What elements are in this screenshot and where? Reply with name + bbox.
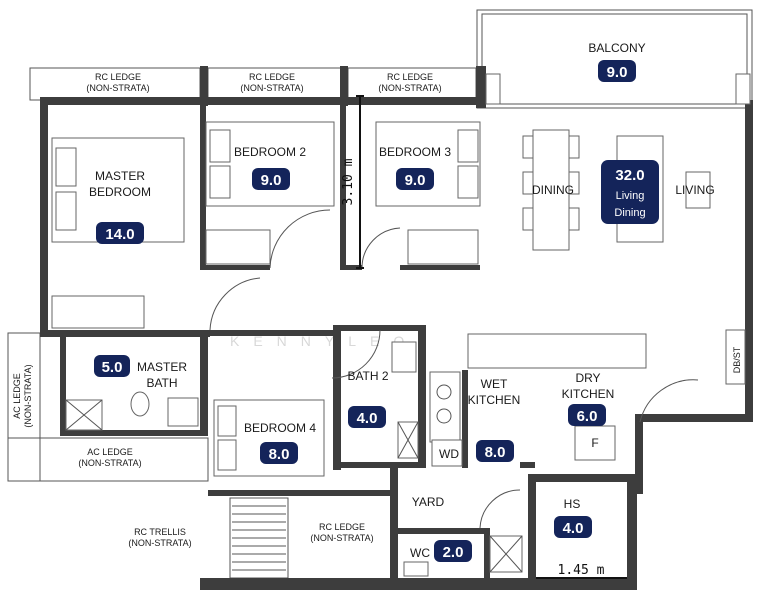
area-badge-bedroom4: 8.0 <box>260 442 298 464</box>
master-bedroom-label-line2: BEDROOM <box>89 185 151 199</box>
wd-label: WD <box>439 447 459 461</box>
rc-ledge-3-line2: (NON-STRATA) <box>378 83 441 93</box>
bedroom3-label: BEDROOM 3 <box>379 145 451 159</box>
bedroom3-area: 9.0 <box>405 172 426 189</box>
living-dining-sub1: Living <box>616 190 645 202</box>
area-badge-wc: 2.0 <box>434 540 472 562</box>
rc-ledge-3-line1: RC LEDGE <box>387 72 433 82</box>
dining-label: DINING <box>532 183 574 197</box>
rc-trellis-line2: (NON-STRATA) <box>128 538 191 548</box>
master-bath-label-line2: BATH <box>146 376 177 390</box>
walls <box>40 66 753 590</box>
hs-label: HS <box>564 497 581 511</box>
vertical-dimension: 3.10 m <box>341 158 356 205</box>
ac-ledge-vertical-line2: (NON-STRATA) <box>23 364 33 427</box>
living-label: LIVING <box>675 183 714 197</box>
bath2-label: BATH 2 <box>347 369 388 383</box>
rc-ledge-bottom-line2: (NON-STRATA) <box>310 533 373 543</box>
dimension-lines <box>356 95 627 579</box>
master-bath-label-line1: MASTER <box>137 360 187 374</box>
dbst-label: DB/ST <box>732 346 742 373</box>
wc-area: 2.0 <box>443 544 464 561</box>
dry-kitchen-area: 6.0 <box>577 408 598 425</box>
hs-area: 4.0 <box>563 520 584 537</box>
balcony-label: BALCONY <box>588 41 645 55</box>
area-badge-bath2: 4.0 <box>348 406 386 428</box>
ac-ledge-bottom-line1: AC LEDGE <box>87 447 133 457</box>
area-badge-living-dining: 32.0 Living Dining <box>601 160 659 224</box>
wet-kitchen-label-line1: WET <box>481 377 508 391</box>
rc-ledge-1-line1: RC LEDGE <box>95 72 141 82</box>
living-dining-sub2: Dining <box>614 207 645 219</box>
area-badge-dry-kitchen: 6.0 <box>568 404 606 426</box>
bedroom2-area: 9.0 <box>261 172 282 189</box>
bath2-area: 4.0 <box>357 410 378 427</box>
area-badge-master-bath: 5.0 <box>94 355 130 377</box>
wc-label: WC <box>410 546 430 560</box>
yard-label: YARD <box>412 495 445 509</box>
rc-ledge-1-line2: (NON-STRATA) <box>86 83 149 93</box>
ac-ledge-bottom-line2: (NON-STRATA) <box>78 458 141 468</box>
master-bedroom-label-line1: MASTER <box>95 169 145 183</box>
rc-trellis-line1: RC TRELLIS <box>134 527 186 537</box>
horizontal-dimension: 1.45 m <box>558 563 605 578</box>
master-bath-area: 5.0 <box>102 359 123 376</box>
fridge-label: F <box>591 436 598 450</box>
master-bedroom-area: 14.0 <box>105 226 134 243</box>
dry-kitchen-label-line1: DRY <box>575 371 600 385</box>
area-badge-bedroom3: 9.0 <box>396 168 434 190</box>
bedroom2-label: BEDROOM 2 <box>234 145 306 159</box>
dry-kitchen-label-line2: KITCHEN <box>562 387 615 401</box>
balcony-area: 9.0 <box>607 64 628 81</box>
wet-kitchen-area: 8.0 <box>485 444 506 461</box>
living-dining-area: 32.0 <box>615 167 644 184</box>
area-badge-bedroom2: 9.0 <box>252 168 290 190</box>
area-badge-balcony: 9.0 <box>598 60 636 82</box>
trellis-lines <box>232 505 286 571</box>
area-badge-master-bedroom: 14.0 <box>96 222 144 244</box>
bedroom4-label: BEDROOM 4 <box>244 421 316 435</box>
door-swings <box>209 209 699 529</box>
area-badge-wet-kitchen: 8.0 <box>476 440 514 462</box>
rc-ledge-2-line1: RC LEDGE <box>249 72 295 82</box>
rc-ledge-2-line2: (NON-STRATA) <box>240 83 303 93</box>
ac-ledge-vertical-line1: AC LEDGE <box>12 373 22 419</box>
bedroom4-area: 8.0 <box>269 446 290 463</box>
area-badge-hs: 4.0 <box>554 516 592 538</box>
watermark-text: KENNYLEO <box>230 333 418 349</box>
rc-ledge-bottom-line1: RC LEDGE <box>319 522 365 532</box>
wet-kitchen-label-line2: KITCHEN <box>468 393 521 407</box>
